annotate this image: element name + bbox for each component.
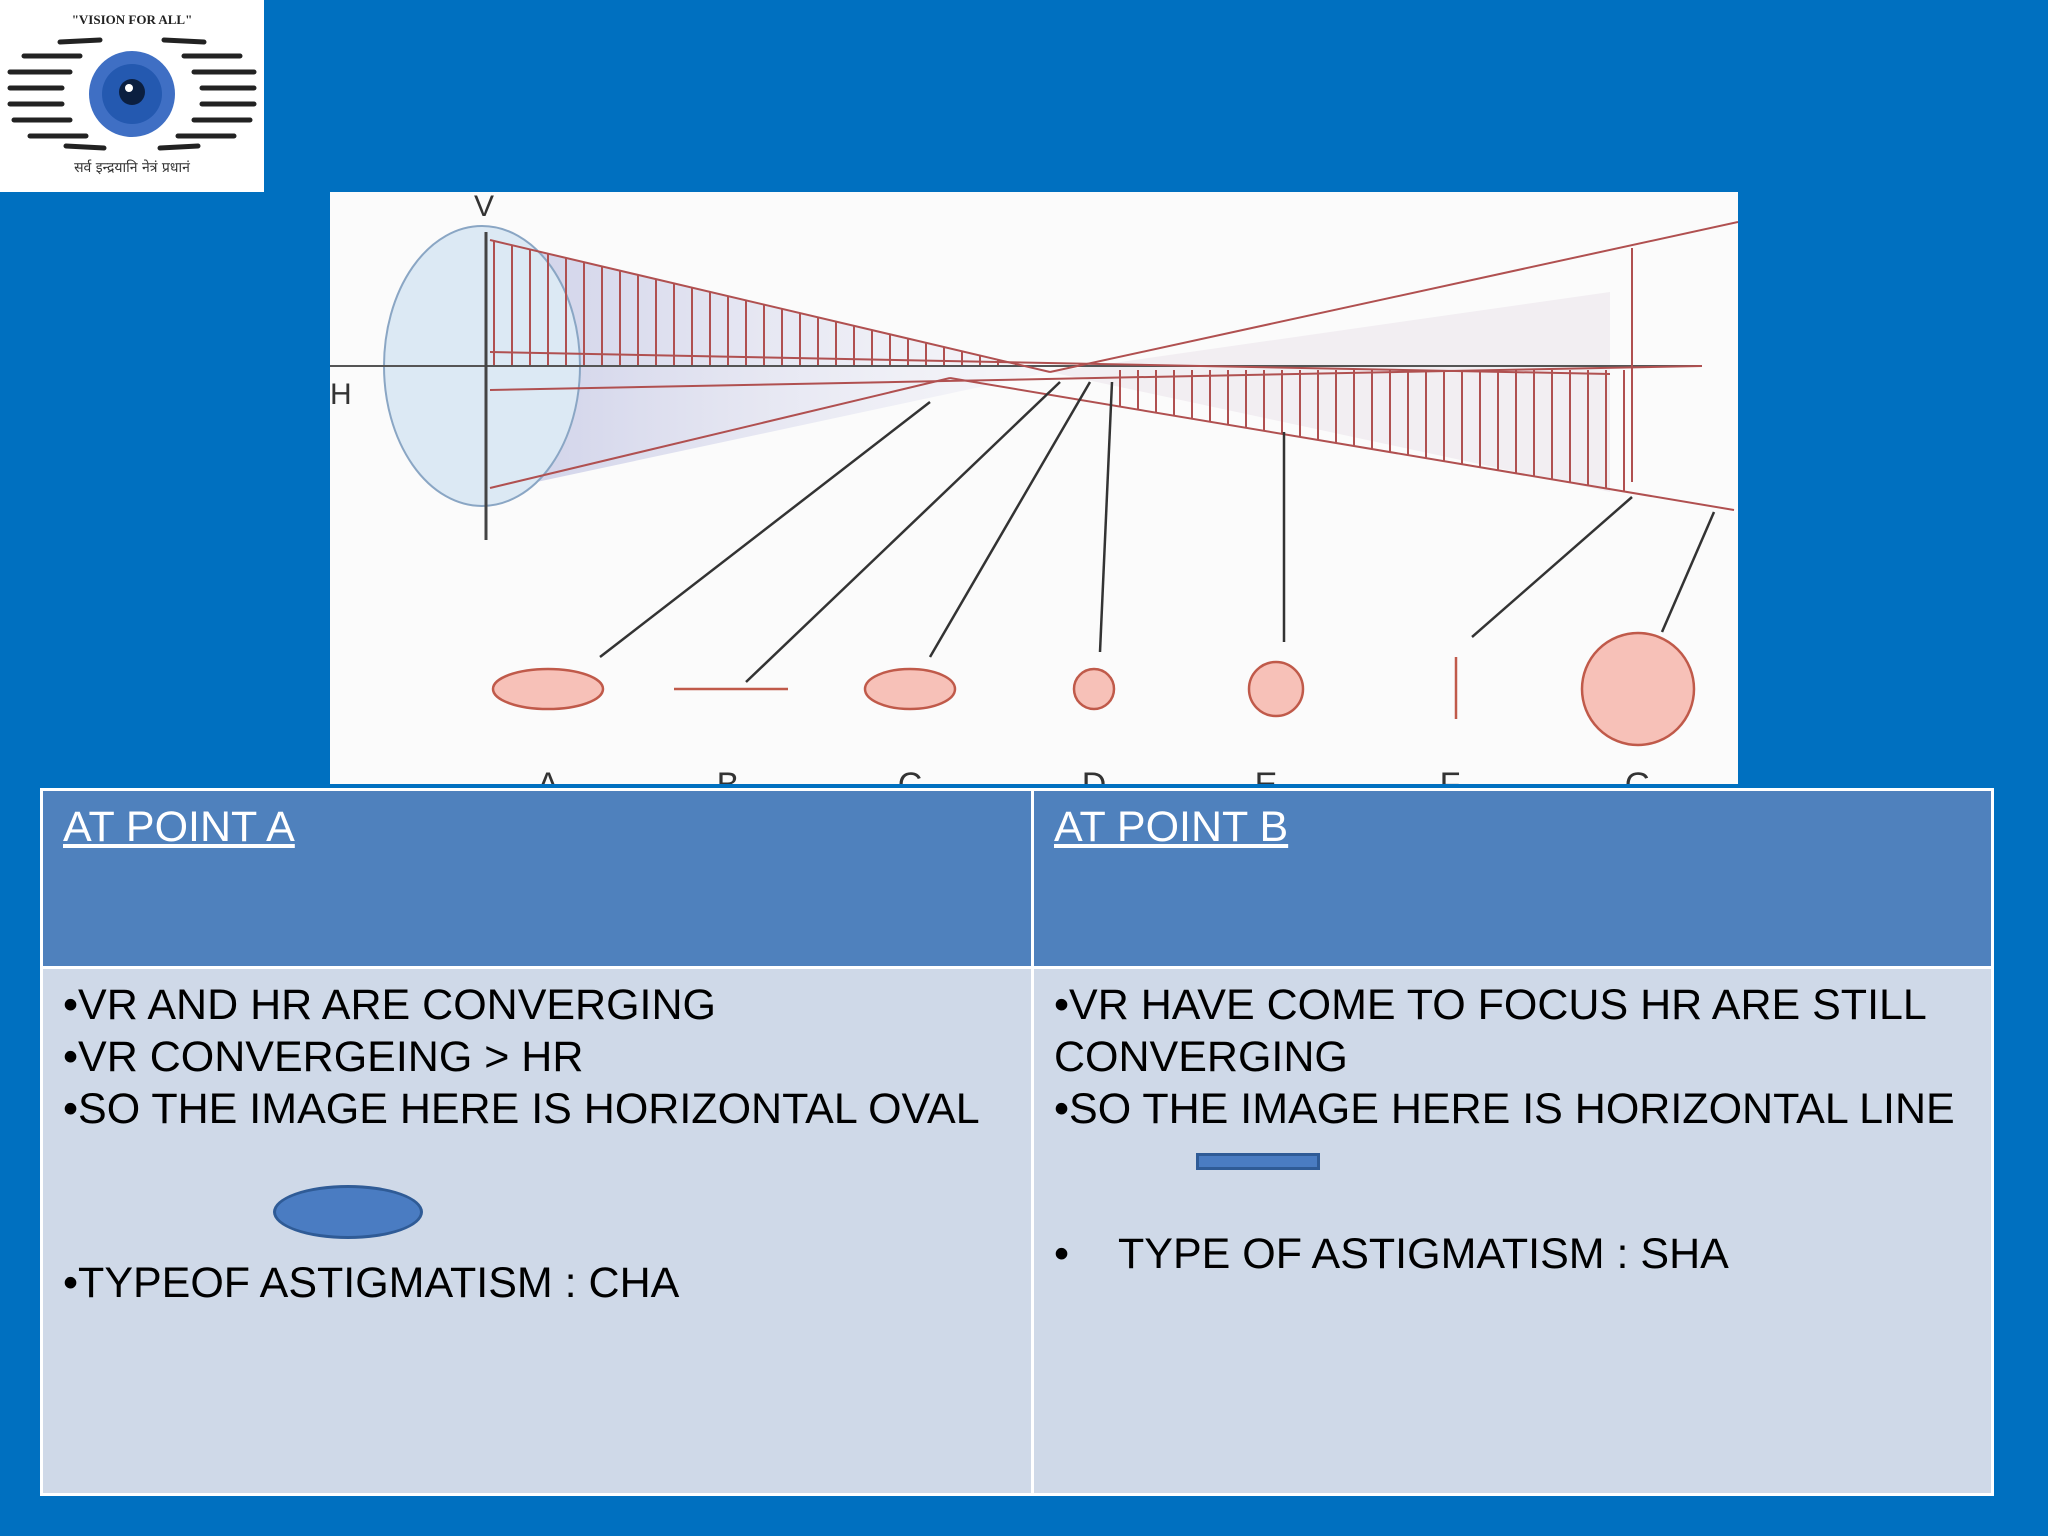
header-point-a: AT POINT A bbox=[63, 803, 295, 851]
point-label-e: E bbox=[1255, 766, 1278, 784]
table-header-row: AT POINT A AT POINT B bbox=[40, 788, 1994, 969]
point-label-a: A bbox=[537, 766, 560, 784]
logo-graphic: "VISION FOR ALL" सर्व इन्द्रयानि नेत्रं … bbox=[7, 12, 257, 176]
diverging-cone bbox=[1050, 292, 1610, 492]
header-point-b: AT POINT B bbox=[1054, 803, 1289, 851]
eye-lines bbox=[7, 37, 257, 151]
bullet-b-1: •VR HAVE COME TO FOCUS HR ARE STILL CONV… bbox=[1054, 981, 1926, 1081]
point-label-f: F bbox=[1440, 766, 1461, 784]
image-shapes bbox=[491, 631, 1696, 747]
point-label-c: C bbox=[898, 766, 923, 784]
eye-icon bbox=[89, 51, 175, 137]
vertical-rays-hatch bbox=[493, 240, 1017, 366]
astigmatism-type-b-row: • TYPE OF ASTIGMATISM : SHA bbox=[1054, 1228, 1973, 1280]
header-cell-b: AT POINT B bbox=[1031, 788, 1994, 969]
horizontal-rays-hatch bbox=[1119, 370, 1625, 492]
astigmatism-type-b: TYPE OF ASTIGMATISM : SHA bbox=[1118, 1230, 1729, 1278]
point-label-d: D bbox=[1082, 766, 1107, 784]
bullet-a-2: •VR CONVERGEING > HR bbox=[63, 1033, 584, 1081]
point-label-b: B bbox=[717, 766, 740, 784]
body-cell-b: •VR HAVE COME TO FOCUS HR ARE STILL CONV… bbox=[1031, 966, 1994, 1496]
sturm-conoid-diagram: V H A B C D E F G bbox=[330, 192, 1738, 784]
body-cell-a: •VR AND HR ARE CONVERGING •VR CONVERGEIN… bbox=[40, 966, 1034, 1496]
comparison-table: AT POINT A AT POINT B •VR AND HR ARE CON… bbox=[40, 788, 1994, 1496]
ray-lines bbox=[489, 221, 1738, 511]
label-v: V bbox=[474, 192, 494, 223]
logo-motto: "VISION FOR ALL" bbox=[72, 12, 193, 27]
image-c-oval bbox=[863, 667, 957, 711]
point-labels: A B C D E F G bbox=[537, 766, 1652, 784]
bullet-a-3: •SO THE IMAGE HERE IS HORIZONTAL OVAL bbox=[63, 1085, 980, 1133]
header-cell-a: AT POINT A bbox=[40, 788, 1034, 969]
leader-lines bbox=[599, 381, 1716, 683]
diagram-svg: V H A B C D E F G bbox=[330, 192, 1738, 784]
image-a-oval bbox=[491, 667, 605, 711]
image-e-circle bbox=[1247, 660, 1305, 718]
logo: "VISION FOR ALL" सर्व इन्द्रयानि नेत्रं … bbox=[0, 0, 264, 192]
image-d-circle bbox=[1072, 667, 1116, 711]
image-g-circle bbox=[1580, 631, 1696, 747]
bullet-b-2: •SO THE IMAGE HERE IS HORIZONTAL LINE bbox=[1054, 1085, 1955, 1133]
horizontal-line-shape bbox=[1196, 1153, 1320, 1170]
label-h: H bbox=[330, 378, 352, 411]
astigmatism-type-a: •TYPEOF ASTIGMATISM : CHA bbox=[63, 1259, 680, 1307]
bullet-dot: • bbox=[1054, 1230, 1070, 1278]
bullet-a-1: •VR AND HR ARE CONVERGING bbox=[63, 981, 716, 1029]
table-body-row: •VR AND HR ARE CONVERGING •VR CONVERGEIN… bbox=[40, 966, 1994, 1496]
horizontal-oval-shape bbox=[273, 1185, 423, 1239]
point-label-g: G bbox=[1625, 766, 1651, 784]
logo-tagline: सर्व इन्द्रयानि नेत्रं प्रधानं bbox=[74, 159, 190, 176]
